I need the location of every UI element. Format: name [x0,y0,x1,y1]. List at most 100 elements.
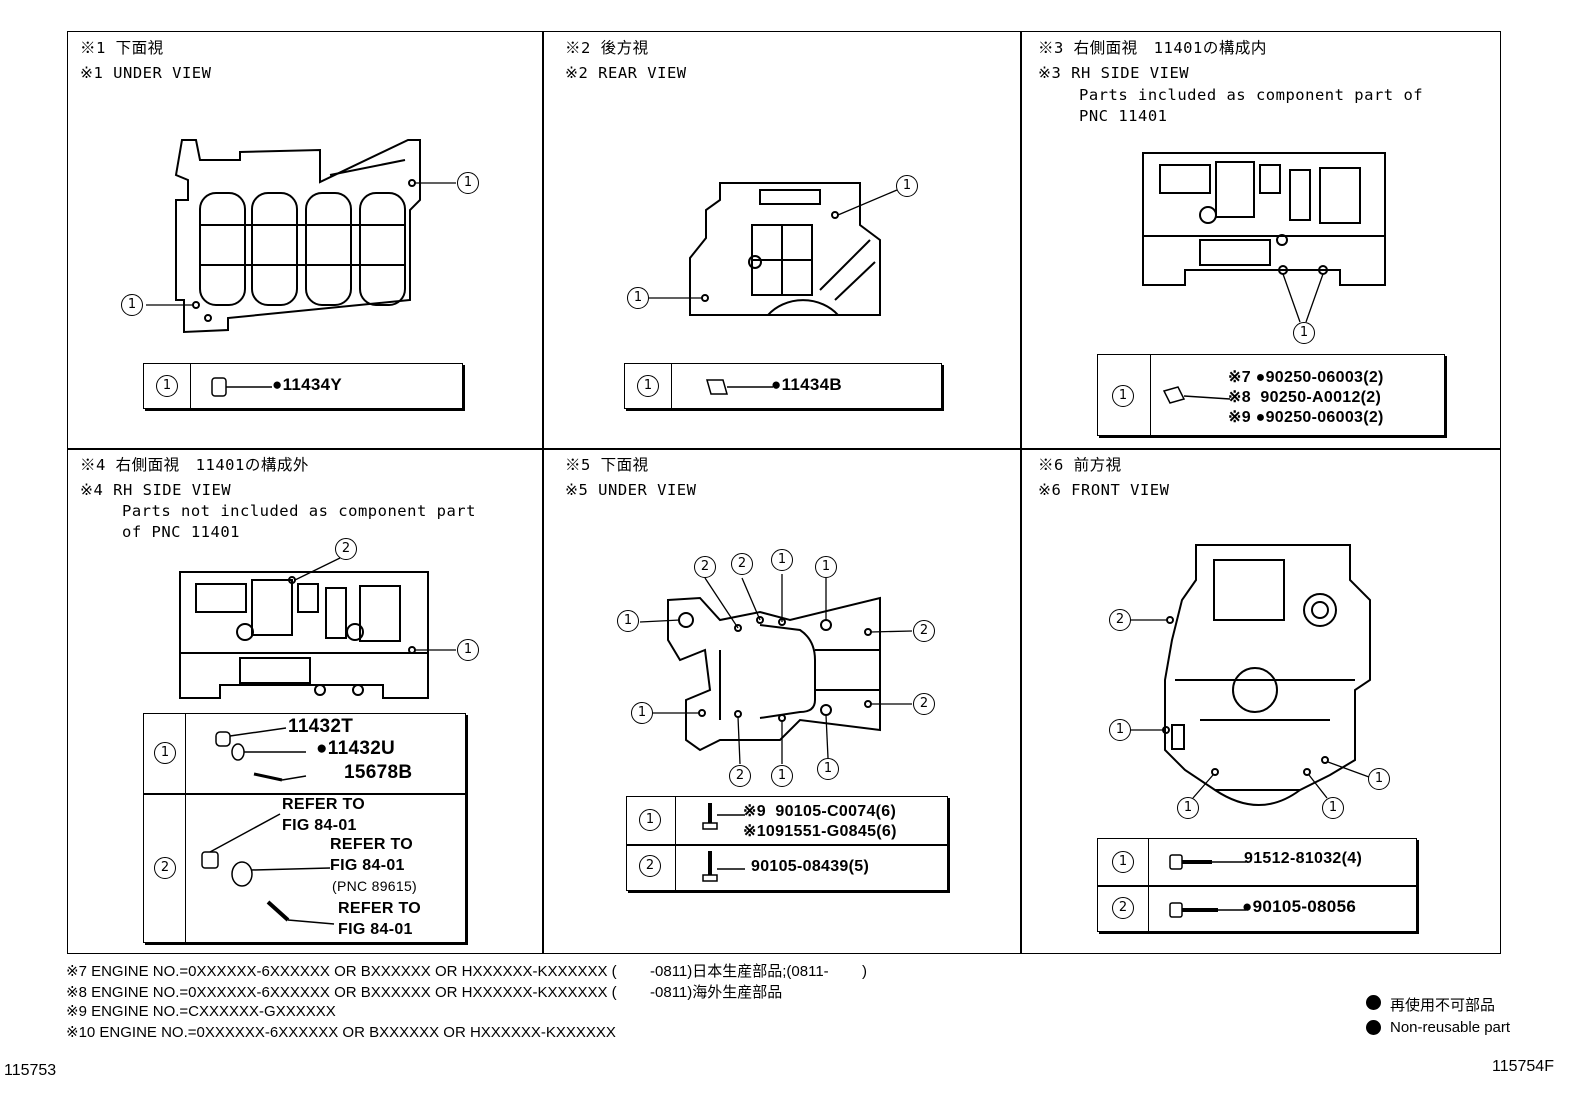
part-number: ●11432U [316,738,396,759]
part-number: 15678B [344,762,413,783]
panel-5-title-en: ※5 UNDER VIEW [565,481,697,499]
callout-1: 1 [1112,385,1134,407]
callout-2: 2 [1109,609,1131,631]
pin-icon [1162,386,1231,404]
callout-1: 1 [154,742,176,764]
panel-2-parts-table: 1 ●11434B [624,363,942,409]
reference-text: FIG 84-01 [330,857,405,874]
callout-1: 1 [1322,797,1344,819]
footnote: ※10 ENGINE NO.=0XXXXXX-6XXXXXX OR BXXXXX… [66,1024,616,1041]
callout-2: 2 [335,538,357,560]
callout-2: 2 [913,693,935,715]
non-reusable-dot-icon [1366,1020,1381,1035]
callout-1: 1 [457,639,479,661]
referenced-parts-icon [201,813,335,925]
footnote: ※8 ENGINE NO.=0XXXXXX-6XXXXXX OR BXXXXXX… [66,984,783,1001]
callout-1: 1 [771,765,793,787]
plug-icon [211,377,272,397]
panel-6-engine-block-front-view [1130,544,1371,806]
callout-1: 1 [617,610,639,632]
callout-1: 1 [815,556,837,578]
panel-5-parts-table: 1 2 ※9 90105-C0074(6) ※1091551-G0845(6) … [626,796,948,891]
callout-1: 1 [639,809,661,831]
legend-jp: 再使用不可部品 [1390,997,1496,1014]
bolt-icon [702,803,745,830]
part-number: 90105-08439(5) [751,858,870,875]
callout-2: 2 [694,556,716,578]
callout-1: 1 [627,287,649,309]
panel-3-title-jp: ※3 右側面視 11401の構成内 [1038,39,1267,57]
callout-2: 2 [1112,897,1134,919]
panel-5-oil-pan-under-view [639,574,913,765]
bolt-icon [1169,902,1246,918]
grid-divider [542,31,544,954]
part-number: ●11434Y [272,375,343,394]
panel-4-note: Parts not included as component part of … [122,502,476,541]
panel-3-note: Parts included as component part of PNC … [1079,86,1424,125]
panel-3-parts-table: 1 ※7 ●90250-06003(2) ※8 90250-A0012(2) ※… [1097,354,1445,436]
bolt-icon [1169,854,1246,870]
callout-2: 2 [731,553,753,575]
panel-2-engine-block-rear-view [649,182,898,316]
panel-1-title-jp: ※1 下面視 [80,39,164,57]
panel-4-parts-table: 1 2 11432T ●11432U 15678B REFER TO FIG 8… [143,713,466,943]
callout-1: 1 [771,549,793,571]
panel-4-engine-block-rh-side [179,557,456,699]
part-number: ※7 ●90250-06003(2) [1228,369,1384,386]
plug-icon [706,379,773,395]
callout-1: 1 [896,175,918,197]
part-number: ●90105-08056 [1242,897,1357,916]
part-number: ※8 90250-A0012(2) [1228,389,1382,406]
panel-3-engine-block-rh-side [1142,152,1386,323]
non-reusable-dot-icon [1366,995,1381,1010]
callout-2: 2 [913,620,935,642]
part-number: ※9 90105-C0074(6) [743,803,897,820]
part-number: ●11434B [771,375,842,394]
panel-4-title-en: ※4 RH SIDE VIEW [80,481,232,499]
panel-6-parts-table: 1 2 91512-81032(4) ●90105-08056 [1097,838,1417,932]
panel-2-title-en: ※2 REAR VIEW [565,64,687,82]
panel-3-title-en: ※3 RH SIDE VIEW [1038,64,1190,82]
callout-1: 1 [1112,851,1134,873]
callout-1: 1 [631,702,653,724]
diagram-grid [67,31,1501,954]
callout-1: 1 [1368,768,1390,790]
panel-5-title-jp: ※5 下面視 [565,456,649,474]
panel-6-title-en: ※6 FRONT VIEW [1038,481,1170,499]
reference-text: FIG 84-01 [338,921,413,938]
reference-text: REFER TO [338,900,422,917]
part-number: 11432T [288,716,354,737]
panel-6-title-jp: ※6 前方視 [1038,456,1122,474]
callout-2: 2 [729,765,751,787]
callout-1: 1 [1109,719,1131,741]
callout-1: 1 [1293,322,1315,344]
callout-1: 1 [1177,797,1199,819]
callout-1: 1 [637,375,659,397]
part-number: ※9 ●90250-06003(2) [1228,409,1384,426]
footnote: ※7 ENGINE NO.=0XXXXXX-6XXXXXX OR BXXXXXX… [66,963,868,980]
callout-1: 1 [121,294,143,316]
panel-2-title-jp: ※2 後方視 [565,39,649,57]
callout-2: 2 [639,855,661,877]
illustration-id-left: 115753 [4,1062,57,1079]
reference-text: REFER TO [330,836,414,853]
panel-1-engine-block-under-view [146,139,456,334]
footnote: ※9 ENGINE NO.=CXXXXXX-GXXXXXX [66,1003,336,1020]
callout-1: 1 [156,375,178,397]
callout-1: 1 [817,758,839,780]
reference-text: FIG 84-01 [282,817,357,834]
panel-4-title-jp: ※4 右側面視 11401の構成外 [80,456,309,474]
reference-text: (PNC 89615) [332,878,418,894]
part-number: ※1091551-G0845(6) [743,823,897,840]
grid-divider [67,448,1501,450]
plug-washer-bolt-icon [215,727,307,782]
callout-1: 1 [457,172,479,194]
reference-text: REFER TO [282,796,366,813]
callout-2: 2 [154,857,176,879]
grid-divider [1020,31,1022,954]
part-number: 91512-81032(4) [1244,850,1363,867]
bolt-icon [702,851,745,882]
illustration-id-right: 115754F [1492,1058,1554,1075]
panel-1-title-en: ※1 UNDER VIEW [80,64,212,82]
panel-1-parts-table: 1 ●11434Y [143,363,463,409]
